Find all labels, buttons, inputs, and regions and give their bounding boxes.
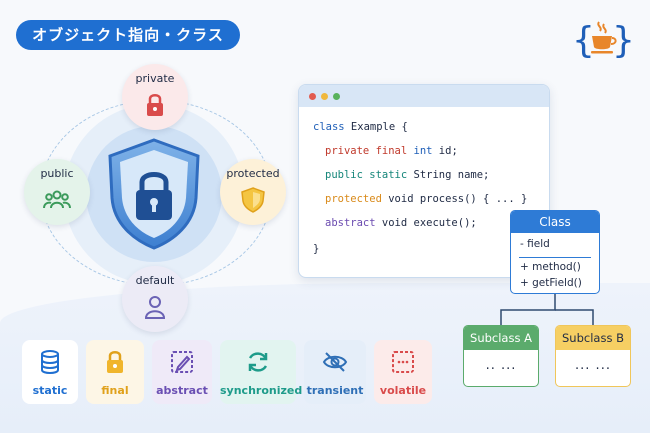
database-icon — [41, 350, 59, 374]
keyword-label: synchronized — [220, 384, 303, 397]
keyword-transient: transient — [304, 340, 366, 404]
code-token: public static — [325, 169, 408, 181]
window-titlebar — [299, 85, 549, 107]
lock-icon — [147, 94, 163, 116]
code-token: void process() { ... } — [381, 193, 528, 205]
lock-icon — [107, 351, 123, 373]
keyword-label: final — [101, 384, 129, 397]
shield-lock-icon — [108, 138, 200, 250]
code-token: } — [313, 243, 320, 255]
code-line: class Example { — [313, 121, 408, 133]
subclass-name: Subclass A — [464, 326, 538, 350]
users-icon — [43, 190, 71, 209]
keyword-synchronized: synchronized — [220, 340, 303, 404]
code-line: private final int id; — [325, 145, 458, 157]
keyword-static: static — [22, 340, 78, 404]
access-label: public — [40, 167, 74, 180]
uml-divider — [519, 257, 591, 258]
keyword-abstract: abstract — [152, 340, 212, 404]
shield-icon — [241, 187, 265, 213]
refresh-icon — [248, 352, 268, 372]
code-token: int — [407, 145, 433, 157]
code-line: protected void process() { ... } — [325, 193, 527, 205]
code-line: abstract void execute(); — [325, 217, 477, 229]
subclass-a-box: Subclass A ·· ··· — [463, 325, 539, 387]
subclass-body: ·· ··· — [485, 362, 517, 377]
eye-off-icon — [322, 352, 348, 372]
access-label: default — [135, 274, 175, 287]
code-token: Example { — [344, 121, 408, 133]
svg-text:{: { — [572, 20, 595, 61]
keyword-label: volatile — [379, 384, 427, 397]
window-dot-yellow — [321, 93, 328, 100]
code-window: class Example { private final int id; publ… — [298, 84, 550, 278]
window-dot-red — [309, 93, 316, 100]
access-default: default — [122, 266, 188, 332]
access-private: private — [122, 64, 188, 130]
uml-method: + method() — [520, 261, 581, 273]
code-token: abstract — [325, 217, 376, 229]
subclass-b-box: Subclass B ··· ··· — [555, 325, 631, 387]
uml-class-name: Class — [511, 211, 599, 233]
code-line: public static String name; — [325, 169, 489, 181]
access-label: protected — [226, 167, 280, 180]
code-token: class — [313, 121, 345, 133]
uml-class-box: Class - field + method() + getField() — [510, 210, 600, 294]
keyword-label: abstract — [156, 384, 208, 397]
code-token: private final — [325, 145, 408, 157]
access-label: private — [135, 72, 175, 85]
dashed-square-icon — [392, 351, 414, 373]
code-token: String name; — [407, 169, 490, 181]
code-body: class Example { private final int id; publ… — [299, 107, 549, 277]
keyword-label: transient — [306, 384, 364, 397]
code-token: void execute(); — [375, 217, 477, 229]
page-title: オブジェクト指向・クラス — [16, 20, 240, 50]
code-token: protected — [325, 193, 382, 205]
subclass-body: ··· ··· — [575, 362, 611, 377]
uml-method: + getField() — [520, 277, 582, 289]
java-coffee-icon: { } — [572, 20, 634, 61]
keyword-volatile: volatile — [374, 340, 432, 404]
access-public: public — [24, 159, 90, 225]
access-protected: protected — [220, 159, 286, 225]
window-dot-green — [333, 93, 340, 100]
code-token: id; — [432, 145, 458, 157]
uml-field: - field — [520, 238, 550, 250]
keyword-label: static — [32, 384, 68, 397]
keyword-final: final — [86, 340, 144, 404]
code-line: } — [313, 243, 319, 255]
svg-text:}: } — [612, 20, 634, 61]
edit-icon — [171, 351, 193, 373]
user-icon — [144, 296, 166, 319]
subclass-name: Subclass B — [556, 326, 630, 350]
